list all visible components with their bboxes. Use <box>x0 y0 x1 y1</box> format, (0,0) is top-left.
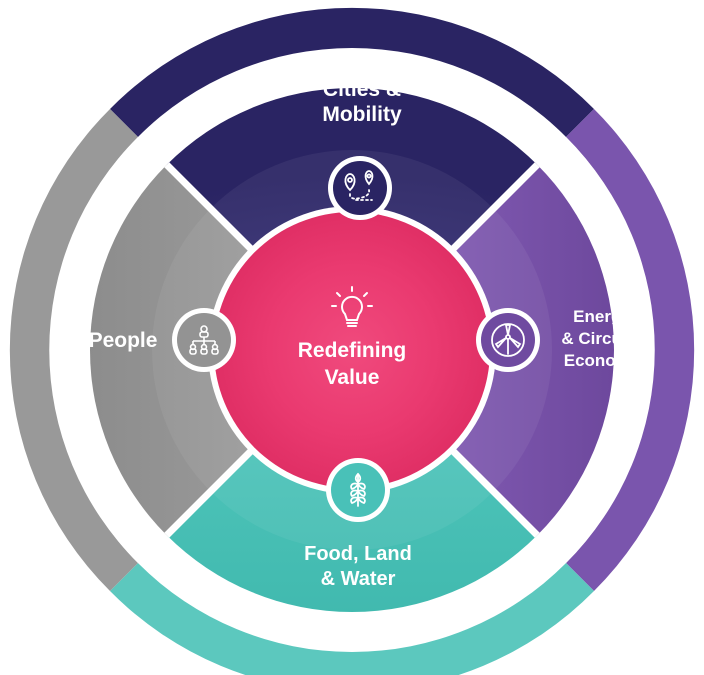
left-badge <box>172 308 236 372</box>
center-label-line1: Redefining <box>298 339 407 362</box>
right-label-line1: Energy <box>573 307 631 326</box>
lightbulb-icon <box>331 286 373 327</box>
right-label-line2: & Circular <box>561 329 643 348</box>
top-label-line2: Mobility <box>322 103 402 126</box>
center-label-line2: Value <box>325 366 380 389</box>
outer-ring-right <box>566 109 695 591</box>
outer-ring-left <box>9 109 139 591</box>
people-network-icon <box>189 325 219 355</box>
right-badge <box>476 308 540 372</box>
right-label-line3: Economy <box>564 351 641 370</box>
top-label-line1: Cities & <box>323 78 401 101</box>
bottom-badge <box>326 458 390 522</box>
top-badge <box>328 156 392 220</box>
bottom-label-line1: Food, Land <box>304 543 412 565</box>
outer-ring-bottom <box>110 560 594 675</box>
outer-ring <box>9 7 695 675</box>
center-circle <box>214 212 490 488</box>
outer-ring-top <box>110 7 594 140</box>
wind-turbine-icon <box>491 323 525 357</box>
wheat-icon <box>350 472 366 507</box>
left-label: People <box>89 329 158 352</box>
bottom-label-line2: & Water <box>321 568 396 590</box>
map-route-icon <box>344 170 374 201</box>
